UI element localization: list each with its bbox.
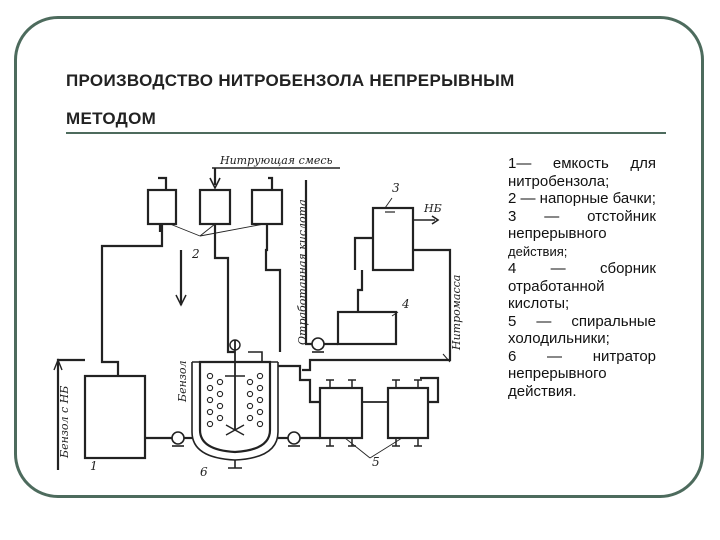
label-nitrating-mix: Нитрующая смесь — [219, 154, 333, 167]
legend-item-4: 4 — сборник отработанной кислоты; — [508, 260, 656, 312]
label-nb: НБ — [423, 202, 442, 215]
slide-frame — [14, 16, 704, 498]
callout-6: 6 — [200, 465, 208, 479]
nitrator-coils — [206, 372, 264, 428]
label-benzene: Бензол — [176, 361, 189, 403]
nitrator-6 — [191, 339, 279, 469]
header-tank-3 — [250, 188, 284, 226]
header-tank-2 — [198, 188, 232, 226]
callout-3: 3 — [392, 181, 400, 195]
legend-item-3: 3 — отстойник непрерывного — [508, 207, 656, 243]
leader-lines-5 — [344, 437, 403, 459]
legend-item-2: 2 — напорные бачки; — [508, 190, 656, 207]
settler-3 — [371, 206, 440, 272]
legend-item-3-cont: действия; — [508, 243, 568, 259]
pump-left — [171, 431, 185, 445]
spiral-coolers-5 — [318, 379, 430, 447]
header-tank-1 — [146, 188, 178, 226]
pump-acid — [311, 337, 325, 351]
label-spent-acid: Отработанная кислота — [296, 199, 309, 345]
legend-item-6: 6 — нитратор непрерывного действия. — [508, 347, 656, 400]
legend-item-5: 5 — спиральные холодильники; — [508, 312, 656, 348]
process-flow-diagram: Нитрующая смесь НБ Отработанная кислота … — [53, 154, 463, 479]
legend: 1— емкость для нитробензола; 2 — напорны… — [508, 155, 656, 400]
nitrating-mix-inlet — [209, 167, 340, 190]
spent-acid-collector-4 — [336, 310, 399, 346]
label-nitromass: Нитромасса — [450, 275, 463, 351]
slide-title: ПРОИЗВОДСТВО НИТРОБЕНЗОЛА НЕПРЕРЫВНЫМ МЕ… — [66, 62, 646, 138]
leader-line-3 — [384, 197, 393, 209]
pump-right — [287, 431, 301, 445]
title-line-1: ПРОИЗВОДСТВО НИТРОБЕНЗОЛА НЕПРЕРЫВНЫМ — [66, 71, 515, 90]
label-benzene-nb: Бензол с НБ — [58, 386, 71, 459]
callout-2: 2 — [191, 247, 200, 261]
leader-lines-2 — [169, 223, 265, 237]
legend-item-1: 1— емкость для нитробензола; — [508, 155, 656, 190]
title-divider — [66, 132, 666, 134]
piping — [53, 180, 452, 470]
callout-4: 4 — [401, 297, 410, 311]
callout-1: 1 — [90, 459, 98, 473]
callout-5: 5 — [372, 455, 380, 469]
nitrobenzene-tank-1 — [83, 374, 147, 460]
title-line-2: МЕТОДОМ — [66, 109, 157, 128]
